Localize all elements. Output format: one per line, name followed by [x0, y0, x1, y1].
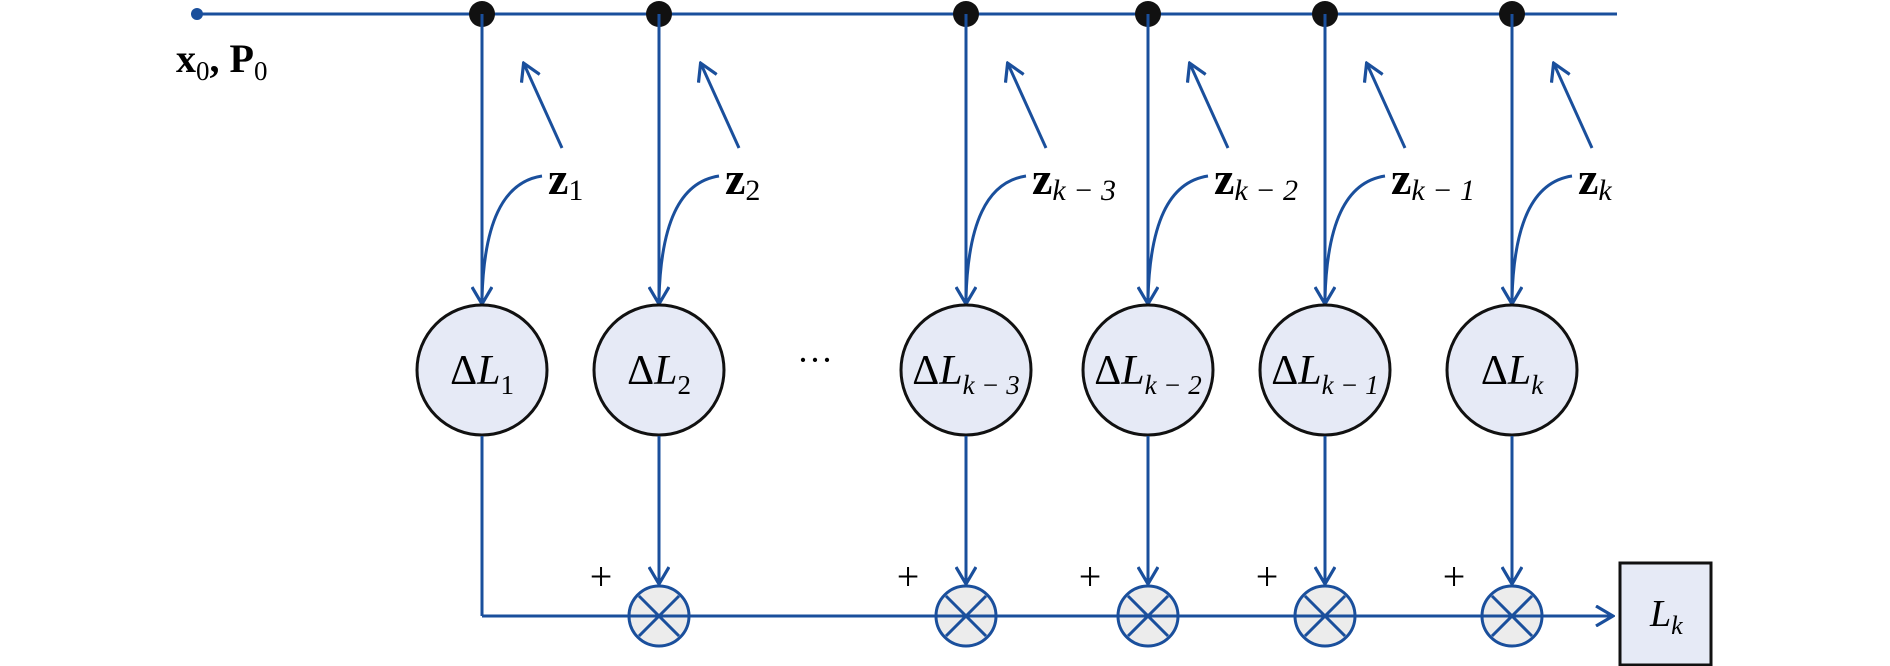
update-arrow: [1008, 64, 1048, 149]
delta-label: ΔLk − 2: [1094, 348, 1202, 400]
measurement-curve: [964, 174, 1027, 299]
ellipsis: ···: [797, 340, 833, 380]
plus-sign: +: [590, 554, 613, 599]
measurement-curve: [480, 174, 543, 299]
delta-node: [1445, 303, 1579, 437]
delta-node: [415, 303, 549, 437]
initial-label: x0,P0: [176, 36, 267, 86]
delta-label: ΔLk: [1481, 348, 1544, 400]
column-3: zk − 3 ΔLk − 3 +: [897, 1, 1116, 648]
measurement-label: zk − 2: [1214, 153, 1298, 207]
delta-label: ΔLk − 1: [1271, 348, 1379, 400]
delta-node: [1258, 303, 1392, 437]
measurement-curve: [1323, 174, 1386, 299]
delta-label: ΔLk − 3: [912, 348, 1020, 400]
measurement-curve: [1146, 174, 1209, 299]
measurement-label: z2: [725, 153, 760, 207]
measurement-curve: [1510, 174, 1573, 299]
update-arrow: [1554, 64, 1594, 149]
plus-sign: +: [1443, 554, 1466, 599]
initial-dot: [191, 8, 203, 20]
column-4: zk − 2 ΔLk − 2 +: [1079, 1, 1298, 648]
measurement-label: zk: [1578, 153, 1612, 207]
delta-label: ΔL1: [450, 348, 514, 400]
output-label: Lk: [1649, 593, 1683, 640]
delta-node: [592, 303, 726, 437]
delta-label: ΔL2: [627, 348, 691, 400]
measurement-label: zk − 3: [1032, 153, 1116, 207]
column-5: zk − 1 ΔLk − 1 +: [1256, 1, 1475, 648]
output-box: [1618, 561, 1713, 666]
plus-sign: +: [1256, 554, 1279, 599]
plus-sign: +: [897, 554, 920, 599]
measurement-label: zk − 1: [1391, 153, 1475, 207]
delta-node: [1081, 303, 1215, 437]
update-arrow: [1367, 64, 1407, 149]
update-arrow: [701, 64, 741, 149]
measurement-curve: [657, 174, 720, 299]
delta-node: [899, 303, 1033, 437]
update-arrow: [524, 64, 564, 149]
measurement-label: z1: [548, 153, 583, 207]
plus-sign: +: [1079, 554, 1102, 599]
update-arrow: [1190, 64, 1230, 149]
